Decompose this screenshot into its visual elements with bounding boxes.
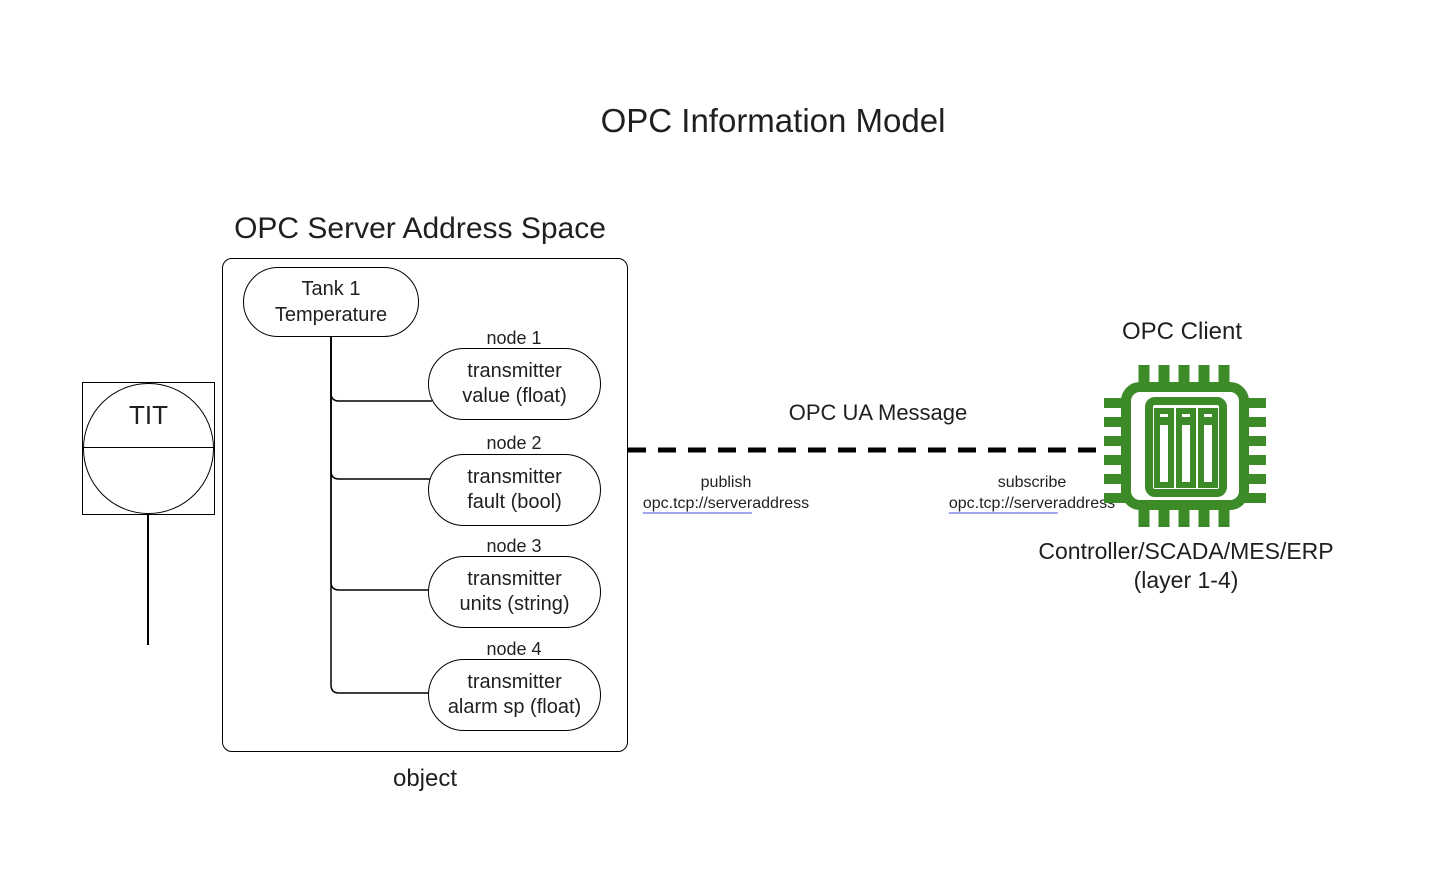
instrument-stem-line — [147, 514, 149, 645]
subscribe-url: opc.tcp://serveraddress — [948, 493, 1116, 514]
node-1-shape: transmitter value (float) — [428, 348, 601, 420]
node-2-shape: transmitter fault (bool) — [428, 454, 601, 526]
node-4-label: node 4 — [486, 639, 542, 659]
chip-bottom-pins — [1138, 503, 1230, 527]
tank-temperature-node: Tank 1 Temperature — [243, 267, 419, 337]
instrument-tag: TIT — [129, 400, 168, 430]
client-caption: Controller/SCADA/MES/ERP (layer 1-4) — [1038, 537, 1333, 595]
node-4-line2: alarm sp (float) — [447, 696, 582, 718]
publish-endpoint: publish opc.tcp://serveraddress — [642, 472, 810, 514]
subscribe-url-underlined: opc.tcp://server — [948, 495, 1059, 514]
subscribe-url-plain: address — [1058, 495, 1116, 512]
publish-url-underlined: opc.tcp://server — [642, 495, 753, 514]
node-2-line2: fault (bool) — [467, 491, 562, 513]
instrument-divider-line — [83, 447, 214, 448]
server-address-space-heading: OPC Server Address Space — [234, 212, 606, 245]
node-3-line2: units (string) — [459, 593, 570, 615]
subscribe-label: subscribe — [997, 474, 1067, 491]
object-label: object — [392, 765, 458, 792]
client-caption-line1: Controller/SCADA/MES/ERP — [1038, 538, 1334, 564]
node-3-shape: transmitter units (string) — [428, 556, 601, 628]
tree-connector-node-4 — [330, 337, 429, 694]
publish-url-plain: address — [752, 495, 810, 512]
diagram-title: OPC Information Model — [600, 102, 946, 139]
chip-top-pins — [1138, 365, 1230, 389]
node-1-line2: value (float) — [462, 385, 567, 407]
chip-right-pins — [1242, 398, 1266, 503]
node-3-line1: transmitter — [467, 568, 562, 590]
node-2-label: node 2 — [486, 433, 542, 453]
subscribe-endpoint: subscribe opc.tcp://serveraddress — [948, 472, 1116, 514]
chip-memory-bars — [1154, 408, 1218, 488]
node-1-line1: transmitter — [467, 360, 562, 382]
node-4-shape: transmitter alarm sp (float) — [428, 659, 601, 731]
instrument-circle — [83, 383, 214, 514]
server-address-space-box — [222, 258, 628, 752]
chip-left-pins — [1104, 398, 1128, 503]
publish-label: publish — [700, 474, 752, 491]
node-3-label: node 3 — [486, 536, 542, 556]
opc-client-heading: OPC Client — [1121, 318, 1243, 345]
tank-node-line2: Temperature — [274, 304, 388, 326]
opc-ua-message-label: OPC UA Message — [788, 400, 968, 425]
publish-url: opc.tcp://serveraddress — [642, 493, 810, 514]
node-2-line1: transmitter — [467, 466, 562, 488]
instrument-symbol: TIT — [82, 382, 215, 515]
client-caption-line2: (layer 1-4) — [1133, 567, 1239, 593]
node-4-line1: transmitter — [467, 671, 562, 693]
tank-node-line1: Tank 1 — [301, 278, 361, 300]
node-1-label: node 1 — [486, 328, 542, 348]
chip-icon — [1104, 365, 1266, 527]
